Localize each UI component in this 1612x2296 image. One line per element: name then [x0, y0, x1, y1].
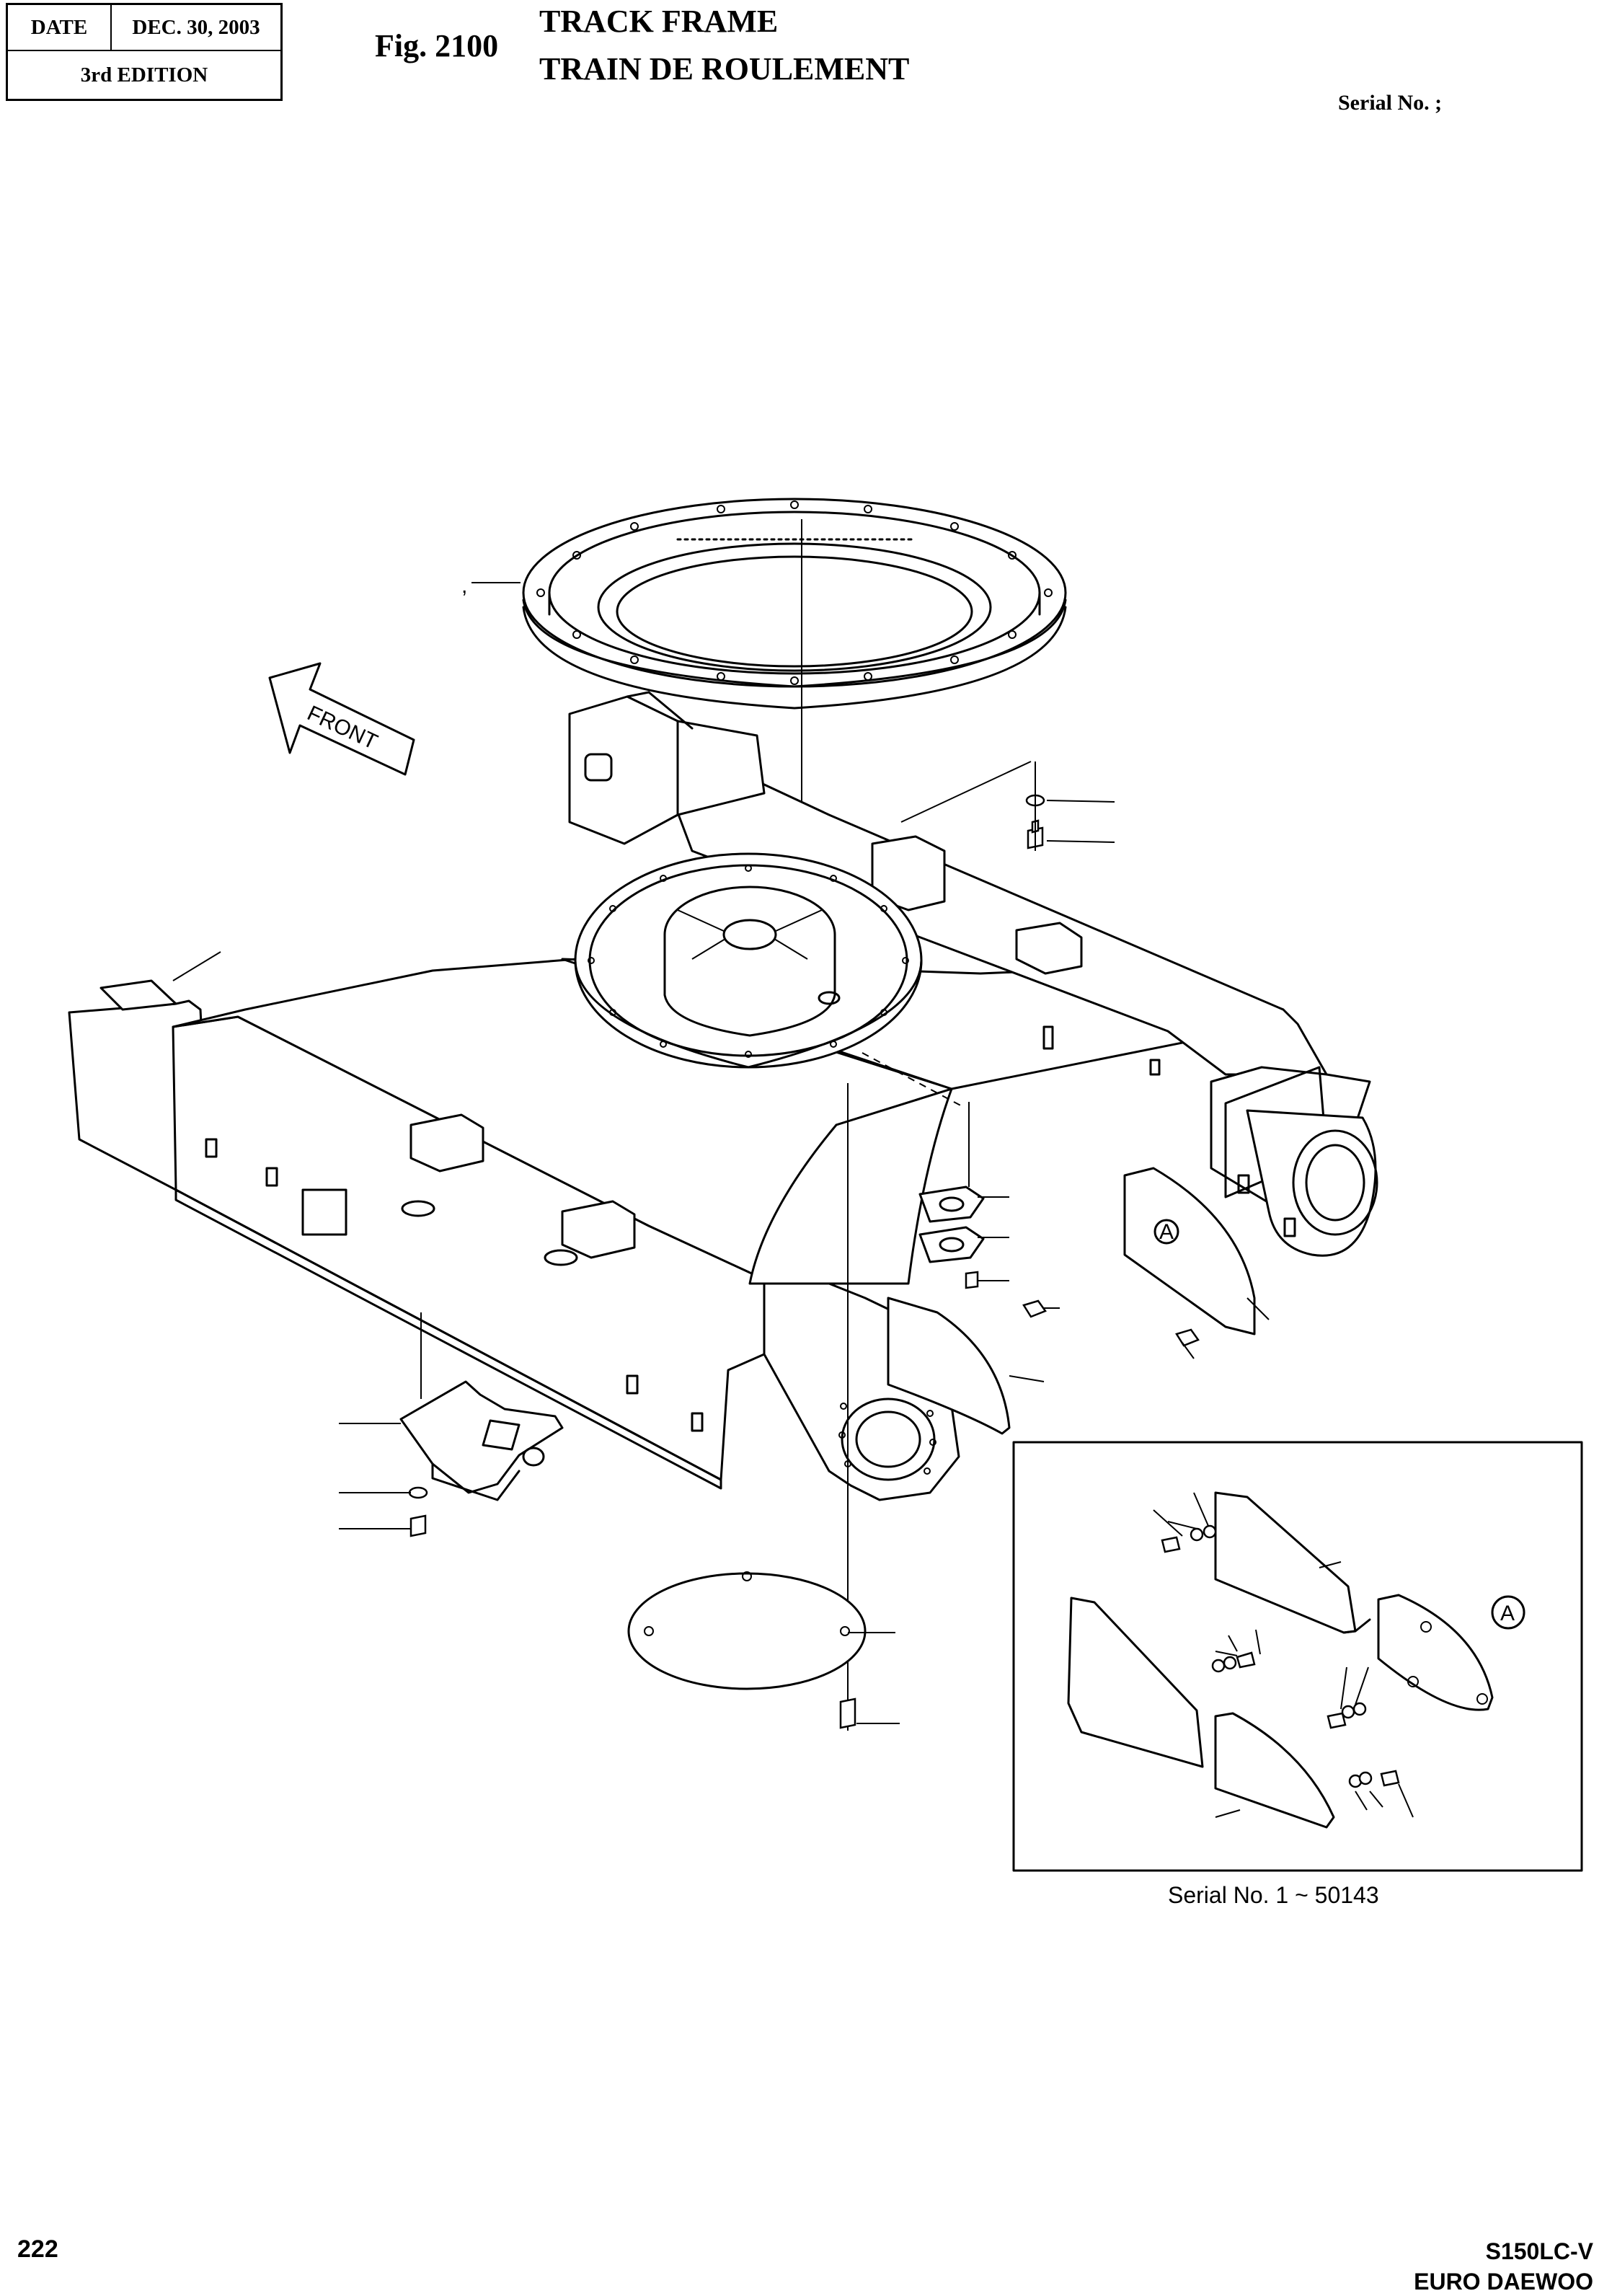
header-row-date: DATE DEC. 30, 2003 [8, 5, 280, 51]
mount-bracket [399, 1380, 564, 1501]
model-name: S150LC-V [1485, 2238, 1593, 2264]
date-value: DEC. 30, 2003 [132, 15, 260, 39]
swing-bearing [471, 498, 1067, 710]
side-cover-middle [887, 1297, 1011, 1435]
inset-callout-a: A [1500, 1602, 1515, 1625]
serial-number-header: Serial No. ; [1338, 91, 1443, 115]
front-direction-arrow: FRONT [268, 662, 415, 776]
page-number: 222 [17, 2235, 58, 2263]
figure-number: Fig. 2100 [375, 28, 499, 63]
brand-name: EURO DAEWOO [1414, 2269, 1593, 2295]
title-english: TRACK FRAME [539, 4, 779, 39]
loose-bolts [408, 794, 1200, 1729]
cover-plate-small [918, 1185, 985, 1263]
leader-lines [172, 761, 1270, 1724]
inset-detail: A [1012, 1441, 1583, 1872]
inset-serial-number: Serial No. 1 ~ 50143 [1168, 1882, 1379, 1908]
stray-comma: , [461, 574, 467, 598]
callout-a: A [1159, 1220, 1174, 1244]
side-cover-a: A [1123, 1167, 1256, 1335]
title-french: TRAIN DE ROULEMENT [539, 51, 910, 87]
track-frame-body [68, 691, 1378, 1501]
date-label: DATE [8, 5, 112, 50]
header-table: DATE DEC. 30, 2003 3rd EDITION [6, 3, 283, 101]
edition-label: 3rd EDITION [80, 63, 208, 87]
bottom-cover-plate [627, 1571, 867, 1690]
